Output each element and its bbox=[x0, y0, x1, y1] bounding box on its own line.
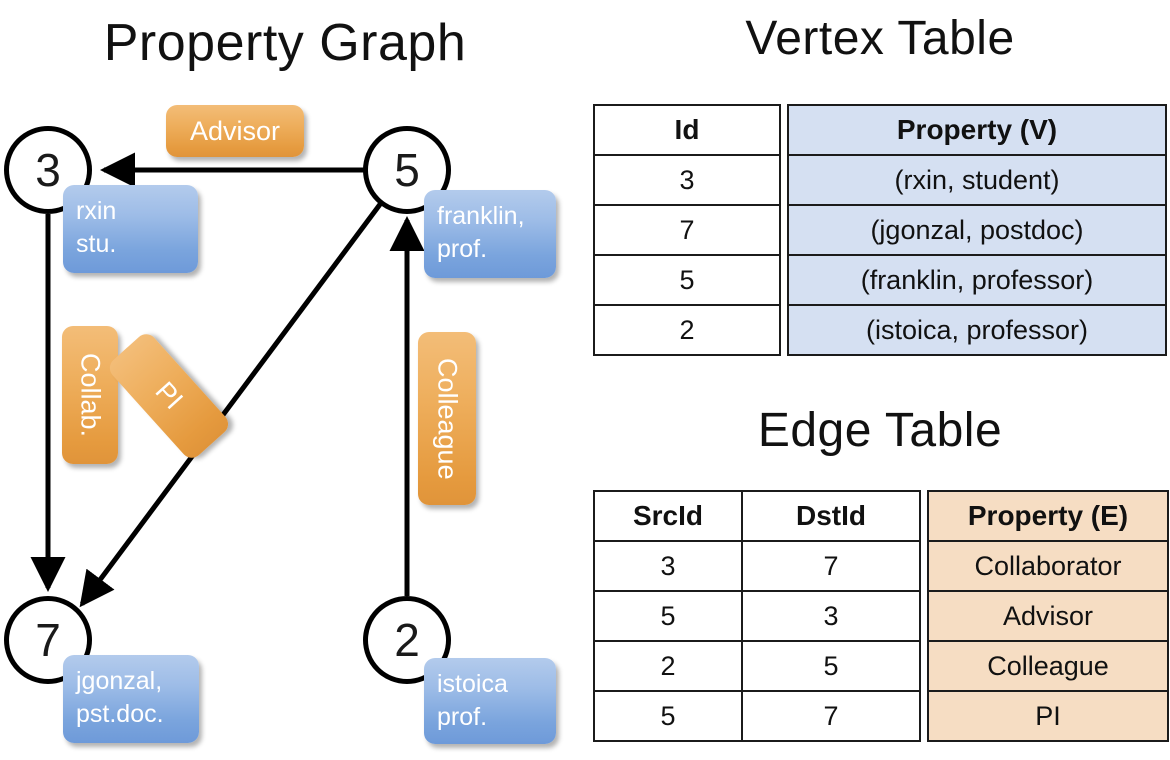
edge-cell-dstid: 7 bbox=[741, 540, 921, 592]
property-graph-diagram: 3 5 7 2 rxin stu. franklin, prof. jgonza… bbox=[4, 105, 556, 744]
table-row: 5 7 PI bbox=[593, 690, 1169, 742]
graph-edges-layer bbox=[30, 152, 425, 608]
edge-table-header-dstid: DstId bbox=[741, 490, 921, 542]
vertex-table-column-gap bbox=[780, 155, 788, 205]
edge-property-label-collab: Collab. bbox=[75, 352, 106, 438]
edge-table-column-gap bbox=[920, 491, 928, 541]
table-row: 2 (istoica, professor) bbox=[593, 304, 1167, 356]
edge-table-header-row: SrcId DstId Property (E) bbox=[593, 490, 1169, 542]
node-property-line2-3: stu. bbox=[76, 230, 117, 258]
edge-property-badge-collab: Collab. bbox=[62, 326, 118, 464]
table-row: 2 5 Colleague bbox=[593, 640, 1169, 692]
page-title-edge-table: Edge Table bbox=[757, 404, 1003, 457]
edge-cell-dstid: 5 bbox=[741, 640, 921, 692]
table-row: 7 (jgonzal, postdoc) bbox=[593, 204, 1167, 256]
vertex-table-column-gap bbox=[780, 305, 788, 355]
edge-table-header-property: Property (E) bbox=[927, 490, 1169, 542]
edge-pi-5-to-7 bbox=[79, 201, 384, 608]
node-property-line1-3: rxin bbox=[76, 197, 117, 225]
edge-cell-property: Colleague bbox=[927, 640, 1169, 692]
vertex-table: Id Property (V) 3 (rxin, student) 7 (jgo… bbox=[593, 104, 1167, 356]
edge-cell-srcid: 2 bbox=[593, 640, 743, 692]
vertex-table-column-gap bbox=[780, 205, 788, 255]
page-title-vertex-table: Vertex Table bbox=[745, 12, 1015, 65]
vertex-table-header-property: Property (V) bbox=[787, 104, 1167, 156]
edge-property-label-pi: PI bbox=[149, 376, 190, 416]
vertex-cell-property: (istoica, professor) bbox=[787, 304, 1167, 356]
edge-cell-property: PI bbox=[927, 690, 1169, 742]
node-property-line2-2: prof. bbox=[437, 703, 488, 731]
edge-table-column-gap bbox=[920, 691, 928, 741]
edge-property-badge-colleague: Colleague bbox=[418, 332, 476, 505]
vertex-cell-id: 5 bbox=[593, 254, 781, 306]
node-property-line2-5: prof. bbox=[437, 235, 488, 263]
edge-property-label-advisor: Advisor bbox=[189, 115, 281, 146]
edge-cell-srcid: 5 bbox=[593, 590, 743, 642]
node-property-line1-7: jgonzal, bbox=[76, 667, 163, 695]
table-row: 5 (franklin, professor) bbox=[593, 254, 1167, 306]
vertex-cell-id: 7 bbox=[593, 204, 781, 256]
edge-cell-srcid: 3 bbox=[593, 540, 743, 592]
edge-cell-dstid: 7 bbox=[741, 690, 921, 742]
node-property-line2-7: pst.doc. bbox=[76, 700, 164, 728]
page-title-property-graph: Property Graph bbox=[103, 14, 467, 72]
edge-cell-srcid: 5 bbox=[593, 690, 743, 742]
edge-cell-dstid: 3 bbox=[741, 590, 921, 642]
edge-table: SrcId DstId Property (E) 3 7 Collaborato… bbox=[593, 490, 1169, 742]
vertex-table-column-gap bbox=[780, 255, 788, 305]
node-property-badge-3: rxin stu. bbox=[63, 185, 198, 273]
node-property-badge-7: jgonzal, pst.doc. bbox=[63, 655, 199, 743]
vertex-cell-id: 2 bbox=[593, 304, 781, 356]
vertex-cell-property: (jgonzal, postdoc) bbox=[787, 204, 1167, 256]
node-property-badge-2: istoica prof. bbox=[424, 658, 556, 744]
vertex-cell-property: (franklin, professor) bbox=[787, 254, 1167, 306]
edge-table-header-srcid: SrcId bbox=[593, 490, 743, 542]
table-row: 5 3 Advisor bbox=[593, 590, 1169, 642]
node-property-line1-5: franklin, bbox=[437, 202, 525, 230]
edge-property-badge-advisor: Advisor bbox=[166, 105, 304, 157]
edge-property-label-colleague: Colleague bbox=[432, 357, 463, 480]
edge-table-column-gap bbox=[920, 641, 928, 691]
table-row: 3 7 Collaborator bbox=[593, 540, 1169, 592]
edge-table-column-gap bbox=[920, 541, 928, 591]
graph-node-2[interactable]: 2 bbox=[363, 596, 451, 684]
vertex-table-header-row: Id Property (V) bbox=[593, 104, 1167, 156]
vertex-table-column-gap bbox=[780, 105, 788, 155]
vertex-cell-property: (rxin, student) bbox=[787, 154, 1167, 206]
graph-node-5[interactable]: 5 bbox=[363, 126, 451, 214]
node-property-line1-2: istoica bbox=[437, 670, 508, 698]
edge-cell-property: Collaborator bbox=[927, 540, 1169, 592]
node-property-badge-5: franklin, prof. bbox=[424, 190, 556, 278]
edge-cell-property: Advisor bbox=[927, 590, 1169, 642]
edge-table-column-gap bbox=[920, 591, 928, 641]
vertex-table-header-id: Id bbox=[593, 104, 781, 156]
table-row: 3 (rxin, student) bbox=[593, 154, 1167, 206]
vertex-cell-id: 3 bbox=[593, 154, 781, 206]
